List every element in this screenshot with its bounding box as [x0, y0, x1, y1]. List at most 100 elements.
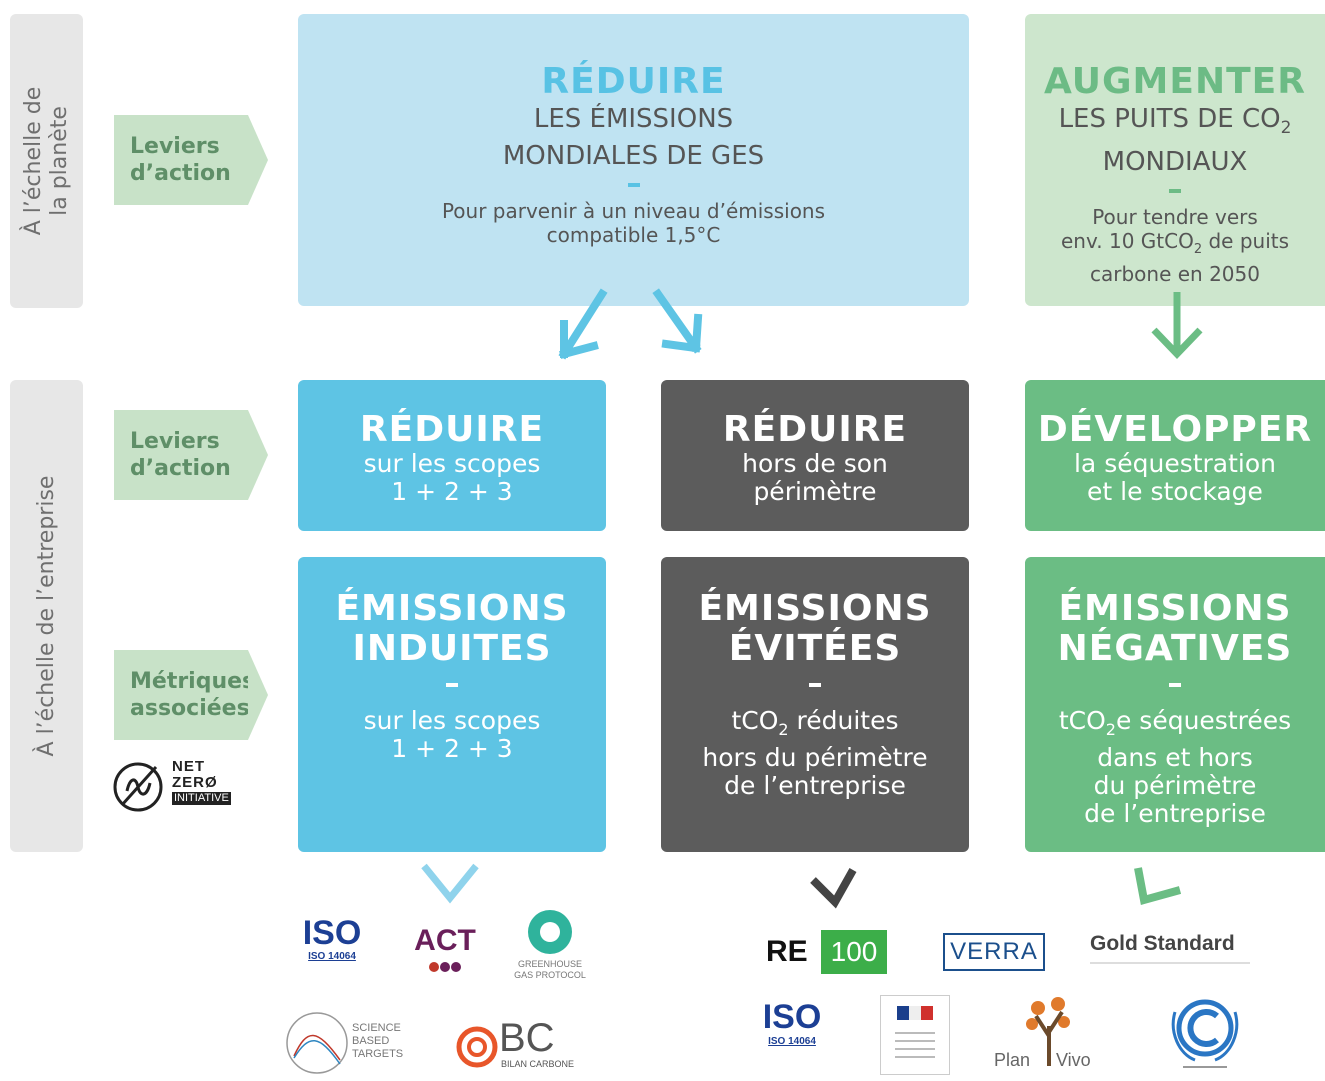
plan-vivo-tree-icon — [1026, 997, 1070, 1066]
tag-line: Leviers — [130, 429, 220, 454]
ghg-circle-icon — [528, 910, 572, 954]
re100-mark-2: 100 — [821, 930, 887, 974]
act-logo: ACT — [410, 925, 480, 985]
reduce-outside-line-1: hors de son — [742, 449, 888, 478]
develop-line-1: la séquestration — [1073, 449, 1277, 478]
avoided-title-2: ÉVITÉES — [728, 628, 902, 669]
reduce-global-subtitle-1: LES ÉMISSIONS — [533, 104, 734, 134]
sbt-line-1: SCIENCE — [352, 1022, 401, 1034]
develop-sequestration-box: DÉVELOPPER la séquestration et le stocka… — [1025, 380, 1325, 531]
company-scale-label: À l’échelle de l’entreprise — [33, 475, 59, 757]
chevron-down-right-icon — [810, 868, 857, 909]
re100-mark-1: RE — [766, 935, 808, 968]
induced-line-1: sur les scopes — [363, 706, 541, 735]
tag-line: d’action — [130, 456, 231, 481]
reduce-global-desc-1: Pour parvenir à un niveau d’émissions — [441, 199, 826, 223]
levers-tag-planet: Leviers d’action — [114, 115, 268, 205]
negative-line-4: de l’entreprise — [1084, 799, 1266, 828]
sbt-circle-icon — [286, 1012, 348, 1074]
avoided-line-1: tCO2 réduites — [731, 706, 899, 740]
reduce-global-desc-2: compatible 1,5°C — [546, 223, 721, 247]
iso-logo: ISO ISO 14064 — [292, 915, 372, 985]
reduce-outside-line-2: périmètre — [753, 477, 877, 506]
chevron-down-left-icon — [1134, 867, 1182, 906]
net-zero-line-3: INITIATIVE — [172, 792, 231, 805]
negative-dash — [1169, 683, 1181, 687]
avoided-title-1: ÉMISSIONS — [698, 588, 932, 629]
arrow-down-icon — [1151, 292, 1203, 360]
plan-vivo-right: Vivo — [1056, 1050, 1091, 1070]
increase-sinks-subtitle-1: LES PUITS DE CO2 — [1058, 104, 1292, 139]
net-zero-line-2: ZERØ — [172, 774, 218, 791]
ghg-line-1: GREENHOUSE — [517, 959, 582, 969]
reduce-global-title: RÉDUIRE — [541, 61, 726, 102]
bilan-carbone-logo: BC BILAN CARBONE — [455, 1015, 635, 1075]
verra-mark: VERRA — [950, 938, 1038, 965]
bc-mark: BC — [499, 1016, 555, 1060]
avoided-emissions-box: ÉMISSIONS ÉVITÉES tCO2 réduites hors du … — [661, 557, 969, 852]
increase-sinks-desc-3: carbone en 2050 — [1090, 262, 1260, 287]
reduce-global-dash — [627, 183, 640, 187]
net-zero-icon — [113, 762, 163, 812]
tag-line: d’action — [130, 161, 231, 186]
gold-mark: Gold Standard — [1090, 932, 1235, 955]
iso-logo-2: ISO ISO 14064 — [752, 998, 832, 1076]
company-scale-sidebar: À l’échelle de l’entreprise — [10, 380, 83, 852]
increase-sinks-subtitle-2: MONDIAUX — [1102, 147, 1248, 178]
increase-sinks-desc-2: env. 10 GtCO2 de puits — [1060, 229, 1290, 258]
act-mark: ACT — [414, 924, 476, 957]
negative-line-3: du périmètre — [1093, 771, 1257, 800]
reduce-scopes-title: RÉDUIRE — [359, 409, 545, 450]
reduce-outside-box: RÉDUIRE hors de son périmètre — [661, 380, 969, 531]
iso-caption: ISO 14064 — [308, 951, 356, 962]
ghg-protocol-logo: GREENHOUSE GAS PROTOCOL — [505, 905, 595, 995]
negative-emissions-box: ÉMISSIONS NÉGATIVES tCO2e séquestrées da… — [1025, 557, 1325, 852]
chevron-down-icon — [421, 863, 479, 904]
induced-dash — [446, 683, 458, 687]
marianne-flag-icon — [895, 1006, 935, 1058]
sbt-line-2: BASED — [352, 1035, 390, 1047]
increase-sinks-desc-1: Pour tendre vers — [1092, 205, 1258, 230]
reduce-scopes-line-1: sur les scopes — [363, 449, 541, 478]
sbt-line-3: TARGETS — [352, 1048, 404, 1060]
verra-logo: VERRA — [943, 933, 1045, 971]
unfccc-logo — [1165, 992, 1245, 1074]
arrow-down-left-icon — [558, 288, 703, 360]
reduce-global-subtitle-2: MONDIALES DE GES — [502, 141, 765, 171]
planet-scale-sidebar: À l’échelle de la planète — [10, 14, 83, 308]
planet-scale-label: À l’échelle de la planète — [20, 86, 72, 236]
avoided-line-2: hors du périmètre — [702, 743, 928, 772]
metrics-tag: Métriques associées — [114, 650, 268, 740]
reduce-scopes-line-2: 1 + 2 + 3 — [391, 477, 513, 506]
act-dots-icon — [429, 962, 461, 972]
induced-line-2: 1 + 2 + 3 — [391, 734, 513, 763]
reduce-scopes-box: RÉDUIRE sur les scopes 1 + 2 + 3 — [298, 380, 606, 531]
tag-line: associées — [130, 696, 250, 721]
ghg-line-2: GAS PROTOCOL — [514, 970, 586, 980]
ministry-logo — [880, 995, 950, 1075]
unfccc-globe-icon — [1171, 999, 1239, 1068]
reduce-outside-title: RÉDUIRE — [722, 409, 908, 450]
tag-line: Métriques — [130, 669, 256, 694]
bc-caption: BILAN CARBONE — [501, 1059, 575, 1069]
induced-title-1: ÉMISSIONS — [335, 588, 569, 629]
induced-emissions-box: ÉMISSIONS INDUITES sur les scopes 1 + 2 … — [298, 557, 606, 852]
net-zero-line-1: NET — [172, 758, 205, 775]
net-zero-initiative-logo: NET ZERØ INITIATIVE — [112, 755, 247, 815]
increase-sinks-title: AUGMENTER — [1044, 61, 1306, 102]
develop-title: DÉVELOPPER — [1037, 409, 1313, 450]
iso2-caption: ISO 14064 — [768, 1036, 816, 1047]
levers-tag-company: Leviers d’action — [114, 410, 268, 500]
reduce-global-emissions-box: RÉDUIRE LES ÉMISSIONS MONDIALES DE GES P… — [298, 14, 969, 306]
develop-line-2: et le stockage — [1087, 477, 1263, 506]
plan-vivo-left: Plan — [994, 1050, 1031, 1070]
iso-mark: ISO — [302, 914, 362, 952]
plan-vivo-logo: Plan Vivo — [994, 996, 1104, 1076]
tag-line: Leviers — [130, 134, 220, 159]
negative-line-1: tCO2e séquestrées — [1058, 706, 1292, 740]
negative-title-2: NÉGATIVES — [1057, 628, 1293, 669]
negative-line-2: dans et hors — [1097, 743, 1253, 772]
avoided-line-3: de l’entreprise — [724, 771, 906, 800]
gold-standard-logo: Gold Standard — [1090, 930, 1260, 970]
increase-sinks-dash — [1169, 189, 1181, 194]
